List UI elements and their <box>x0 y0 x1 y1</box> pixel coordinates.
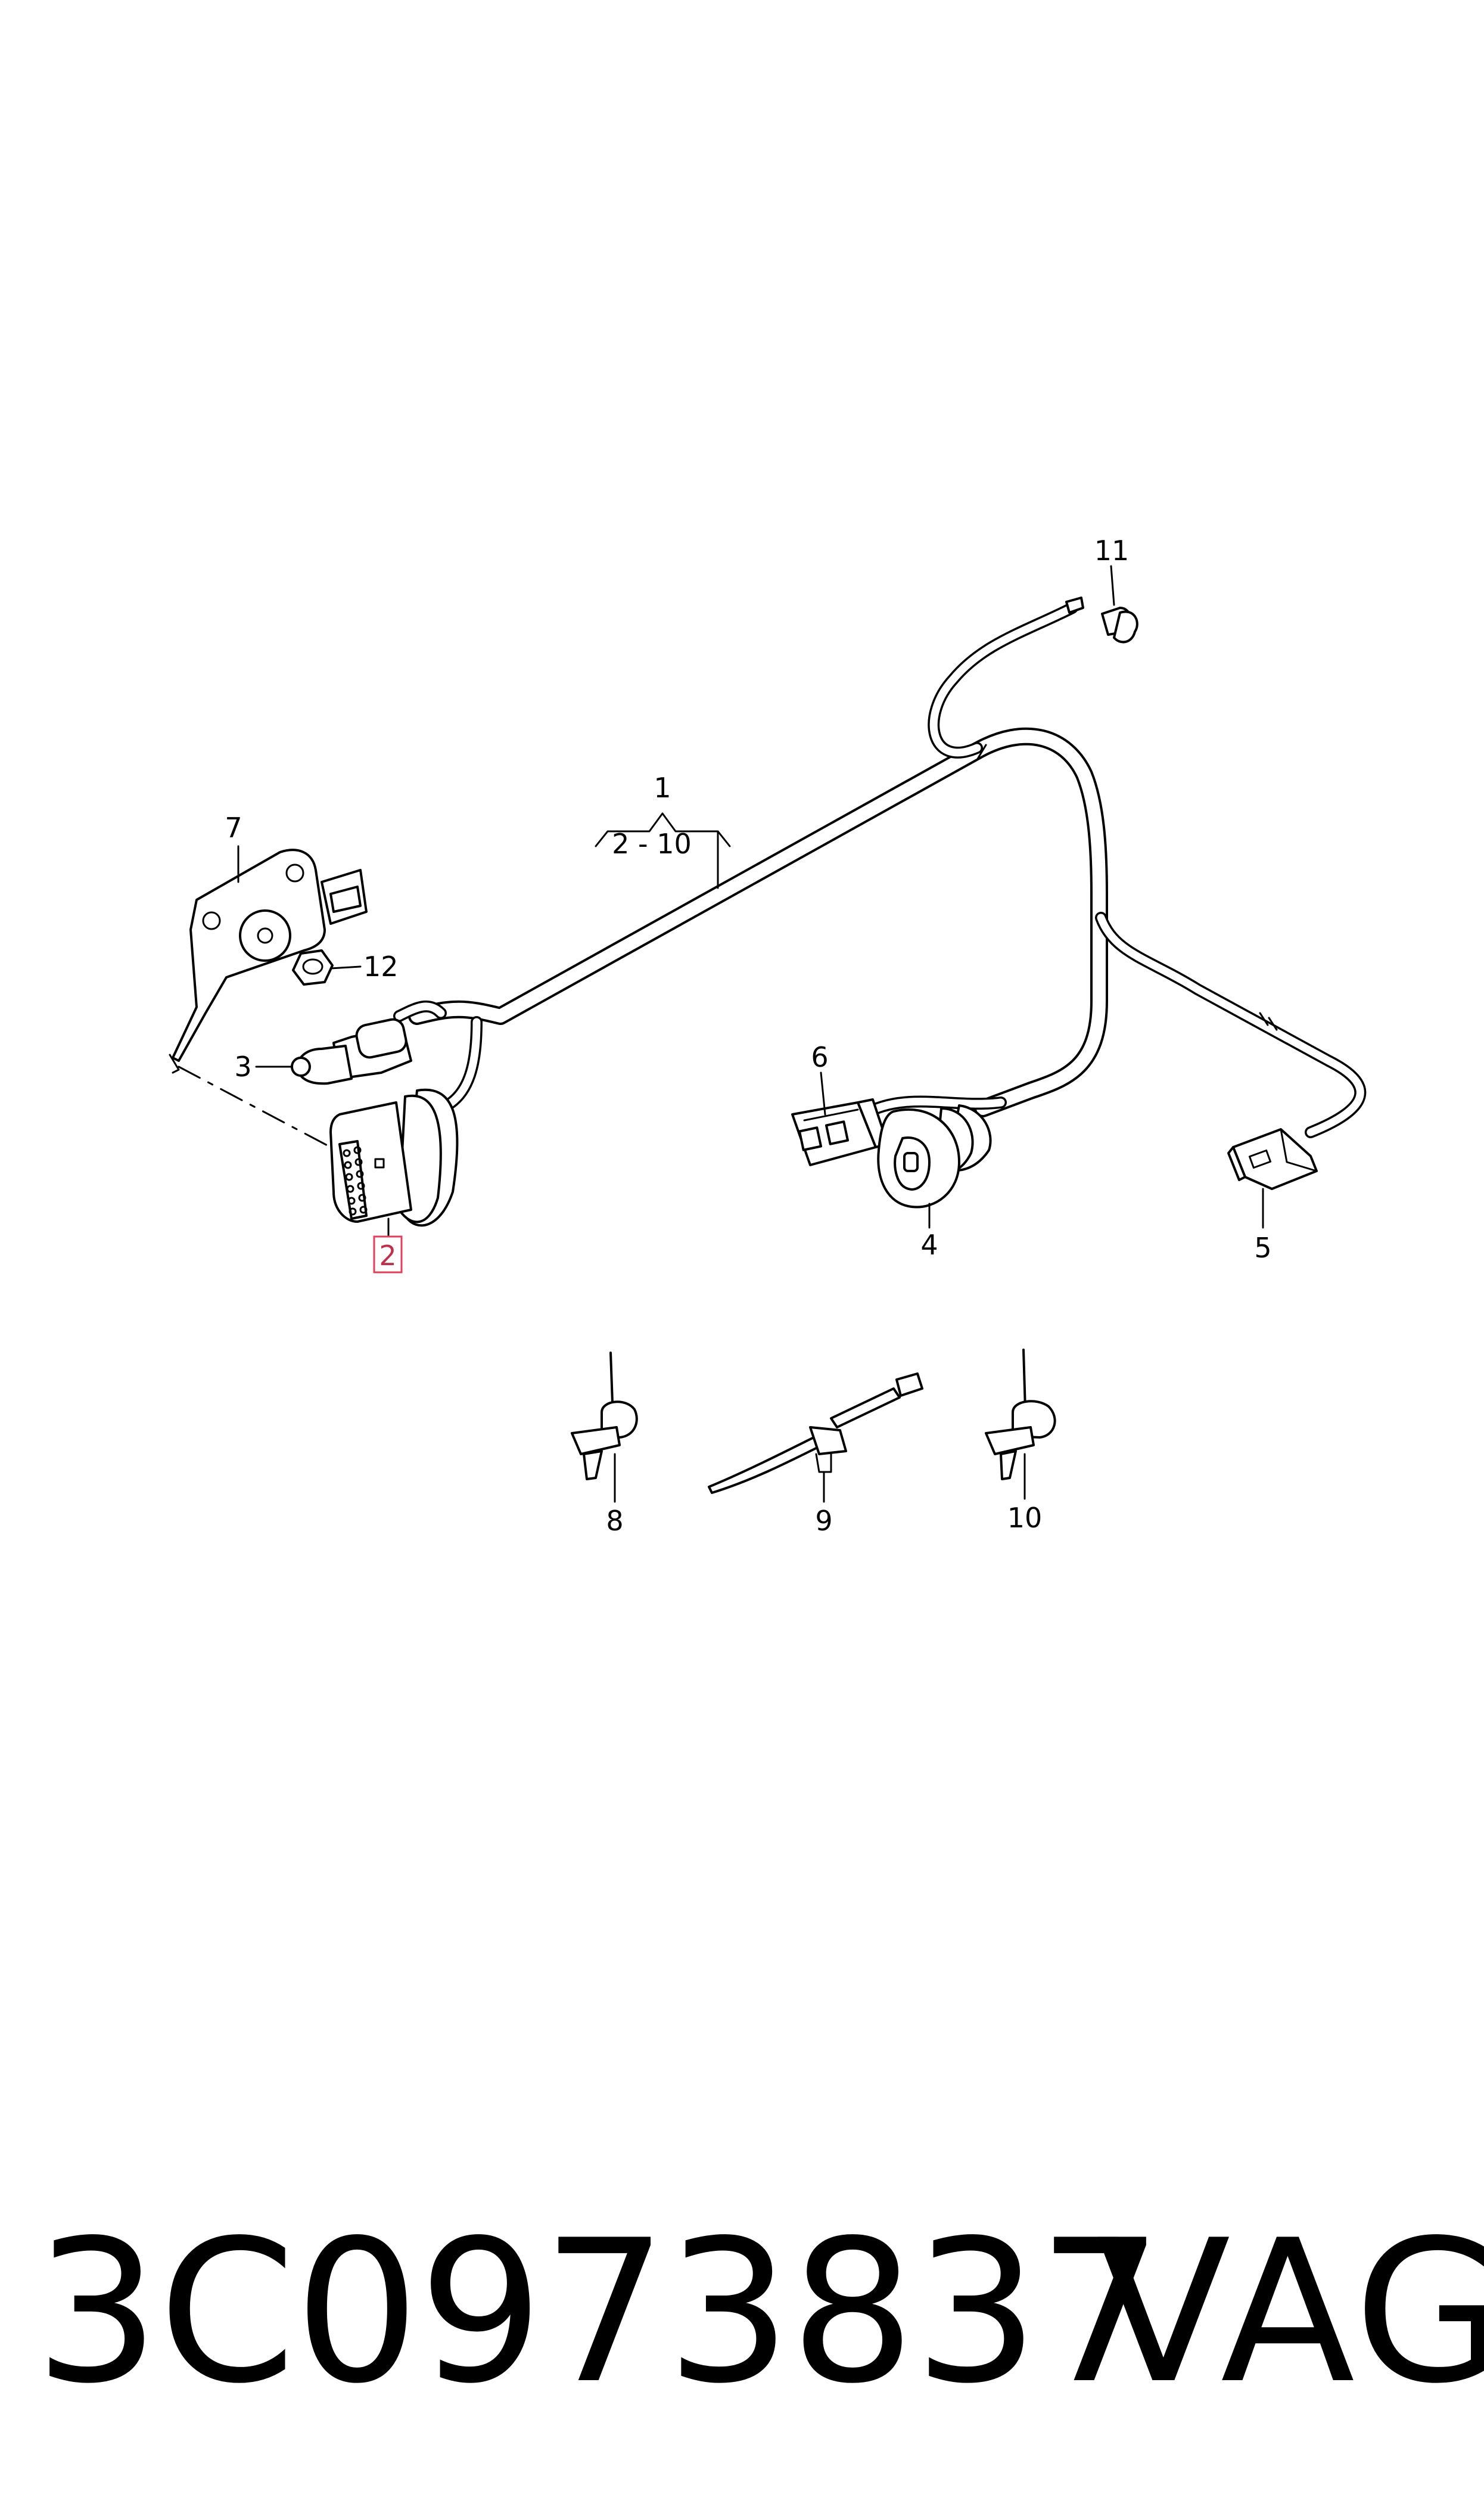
callout-1-range: 2 - 10 <box>612 828 692 860</box>
highlight-box <box>373 1235 403 1274</box>
wiring-harness-main <box>393 602 1367 1138</box>
cable-clip-10 <box>985 1349 1056 1480</box>
callout-1: 1 <box>654 772 671 804</box>
connector-5 <box>1227 1128 1318 1190</box>
part-number-label: 3C0973837 <box>35 2198 1163 2427</box>
connector-3 <box>291 1018 412 1085</box>
connector-4 <box>877 1104 992 1209</box>
cable-tie-9 <box>708 1372 923 1494</box>
bracket-7 <box>169 849 368 1074</box>
callout-3: 3 <box>234 1051 251 1083</box>
callout-11: 11 <box>1094 535 1130 567</box>
connector-6 <box>791 1098 889 1166</box>
cable-clip-8 <box>571 1352 638 1480</box>
connector-2 <box>329 1088 459 1227</box>
callout-6: 6 <box>811 1041 828 1073</box>
nut-12 <box>292 949 334 986</box>
callout-5: 5 <box>1254 1232 1271 1264</box>
callout-9: 9 <box>815 1505 832 1537</box>
brand-label: VAG <box>1096 2198 1484 2427</box>
callout-2-highlight[interactable]: 2 <box>373 1235 403 1274</box>
ground-terminal-11 <box>1065 597 1138 644</box>
callout-8: 8 <box>606 1505 623 1537</box>
leader-lines <box>178 565 1264 1503</box>
callout-2: 2 <box>379 1240 396 1272</box>
callout-4: 4 <box>920 1229 938 1261</box>
callout-10: 10 <box>1007 1502 1043 1534</box>
callout-12: 12 <box>363 951 399 983</box>
callout-7: 7 <box>225 812 242 844</box>
